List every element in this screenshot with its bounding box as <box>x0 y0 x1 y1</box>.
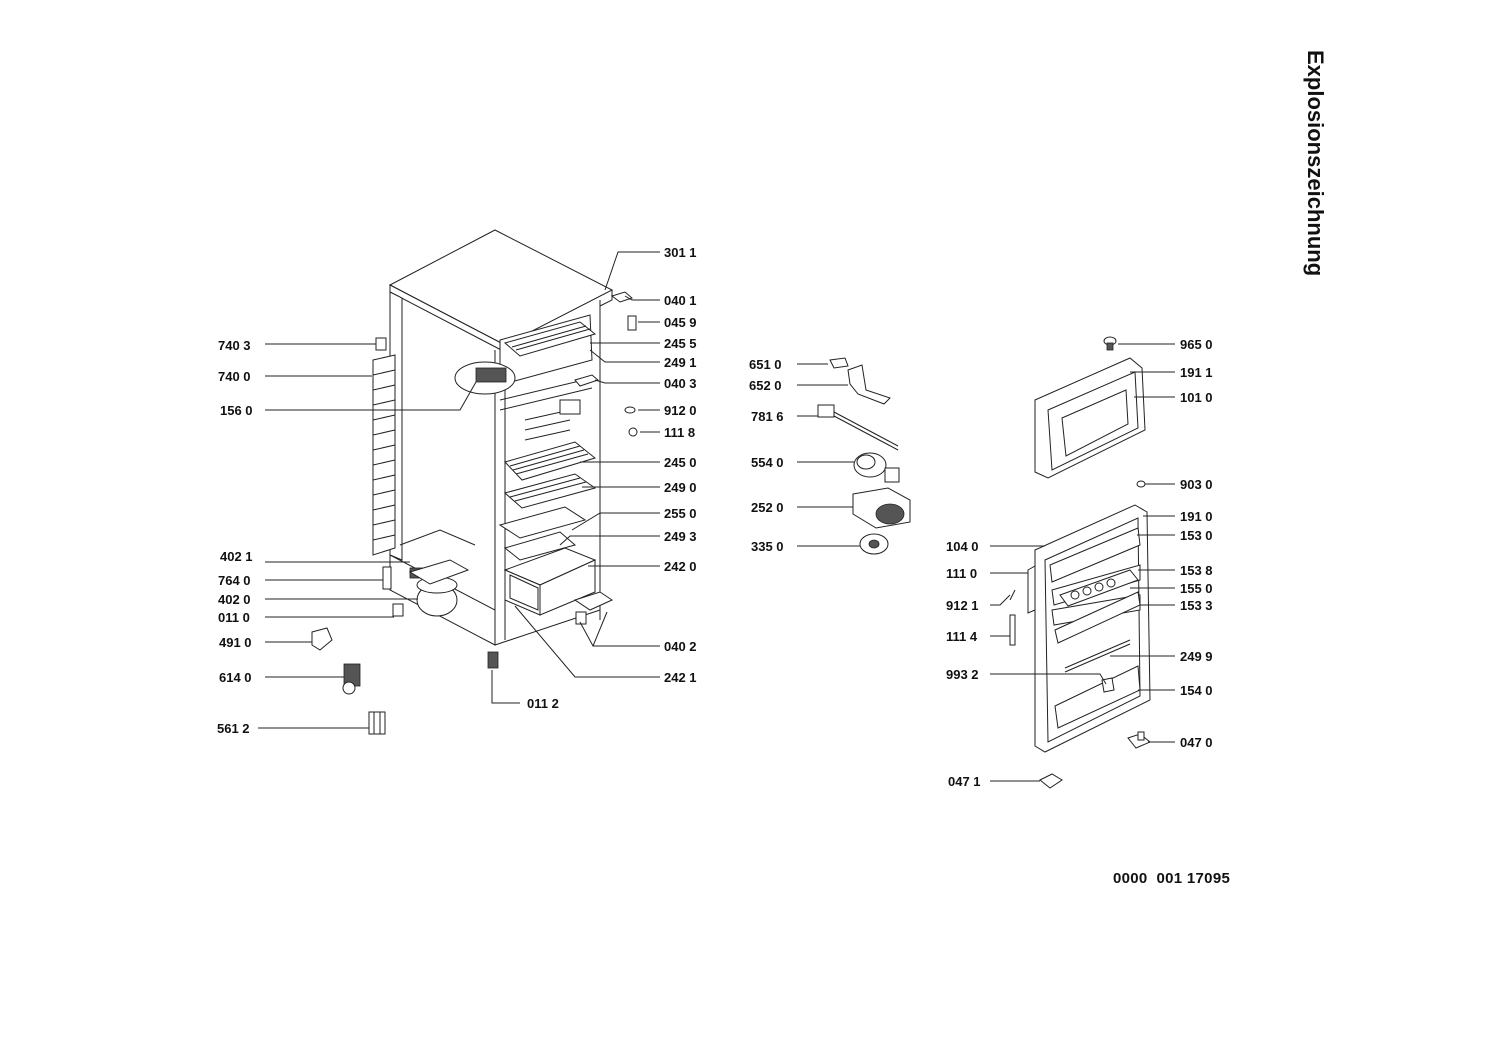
callout-0401: 040 1 <box>664 293 697 308</box>
callout-0110: 011 0 <box>218 610 250 625</box>
callout-1540: 154 0 <box>1180 683 1213 698</box>
callout-2420: 242 0 <box>664 559 697 574</box>
callout-2490: 249 0 <box>664 480 697 495</box>
callout-2499: 249 9 <box>1180 649 1213 664</box>
callout-0471: 047 1 <box>948 774 981 789</box>
freezer-door <box>1034 336 1146 488</box>
callout-9650: 965 0 <box>1180 337 1213 352</box>
callout-2491: 249 1 <box>664 355 697 370</box>
callout-2450: 245 0 <box>664 455 697 470</box>
callout-1118: 111 8 <box>664 425 695 440</box>
callout-7640: 764 0 <box>218 573 251 588</box>
callout-1110: 111 0 <box>946 566 977 581</box>
callout-9121: 912 1 <box>946 598 979 613</box>
callout-labels: 301 1 040 1 045 9 245 5 249 1 040 3 912 … <box>217 245 1213 789</box>
callout-7403: 740 3 <box>218 338 251 353</box>
callout-2421: 242 1 <box>664 670 697 685</box>
callout-1040: 104 0 <box>946 539 979 554</box>
callout-2493: 249 3 <box>664 529 697 544</box>
small-parts-left <box>311 291 638 735</box>
callout-7400: 740 0 <box>218 369 251 384</box>
callout-2520: 252 0 <box>751 500 784 515</box>
callout-1560: 156 0 <box>220 403 253 418</box>
callout-6520: 652 0 <box>749 378 782 393</box>
callout-0470: 047 0 <box>1180 735 1213 750</box>
callout-4020: 402 0 <box>218 592 251 607</box>
shelf-grille-upper <box>504 441 597 481</box>
callout-0459: 045 9 <box>664 315 697 330</box>
callout-0112: 011 2 <box>527 696 559 711</box>
callout-4021: 402 1 <box>220 549 253 564</box>
callout-6140: 614 0 <box>219 670 252 685</box>
callout-1530: 153 0 <box>1180 528 1213 543</box>
callout-3011: 301 1 <box>664 245 697 260</box>
condenser <box>372 354 396 556</box>
callout-9120: 912 0 <box>664 403 697 418</box>
callout-9932: 993 2 <box>946 667 979 682</box>
shelf-grille-middle <box>503 473 597 509</box>
callout-0402: 040 2 <box>664 639 697 654</box>
callout-3350: 335 0 <box>751 539 784 554</box>
callout-1911: 191 1 <box>1180 365 1213 380</box>
callout-1538: 153 8 <box>1180 563 1213 578</box>
glass-shelf <box>498 506 587 539</box>
leader-lines <box>258 251 1175 782</box>
fridge-door <box>1009 504 1151 789</box>
thermostat-group <box>817 357 911 555</box>
document-number: 0000 001 17095 <box>1113 870 1231 887</box>
page-title: Explosionszeichnung <box>1303 50 1328 277</box>
callout-4910: 491 0 <box>219 635 252 650</box>
callout-2550: 255 0 <box>664 506 697 521</box>
callout-1910: 191 0 <box>1180 509 1213 524</box>
crisper-cover <box>503 531 577 561</box>
callout-1010: 101 0 <box>1180 390 1213 405</box>
callout-5612: 561 2 <box>217 721 250 736</box>
shelf-grille-top <box>503 321 597 357</box>
callout-7816: 781 6 <box>751 409 784 424</box>
callout-1550: 155 0 <box>1180 581 1213 596</box>
callout-0403: 040 3 <box>664 376 697 391</box>
vegetable-drawer <box>503 547 597 616</box>
compressor <box>408 559 470 617</box>
callout-5540: 554 0 <box>751 455 784 470</box>
callout-6510: 651 0 <box>749 357 782 372</box>
callout-2455: 245 5 <box>664 336 697 351</box>
callout-1114: 111 4 <box>946 629 978 644</box>
callout-9030: 903 0 <box>1180 477 1213 492</box>
fridge-cabinet <box>372 229 614 669</box>
callout-1533: 153 3 <box>1180 598 1213 613</box>
